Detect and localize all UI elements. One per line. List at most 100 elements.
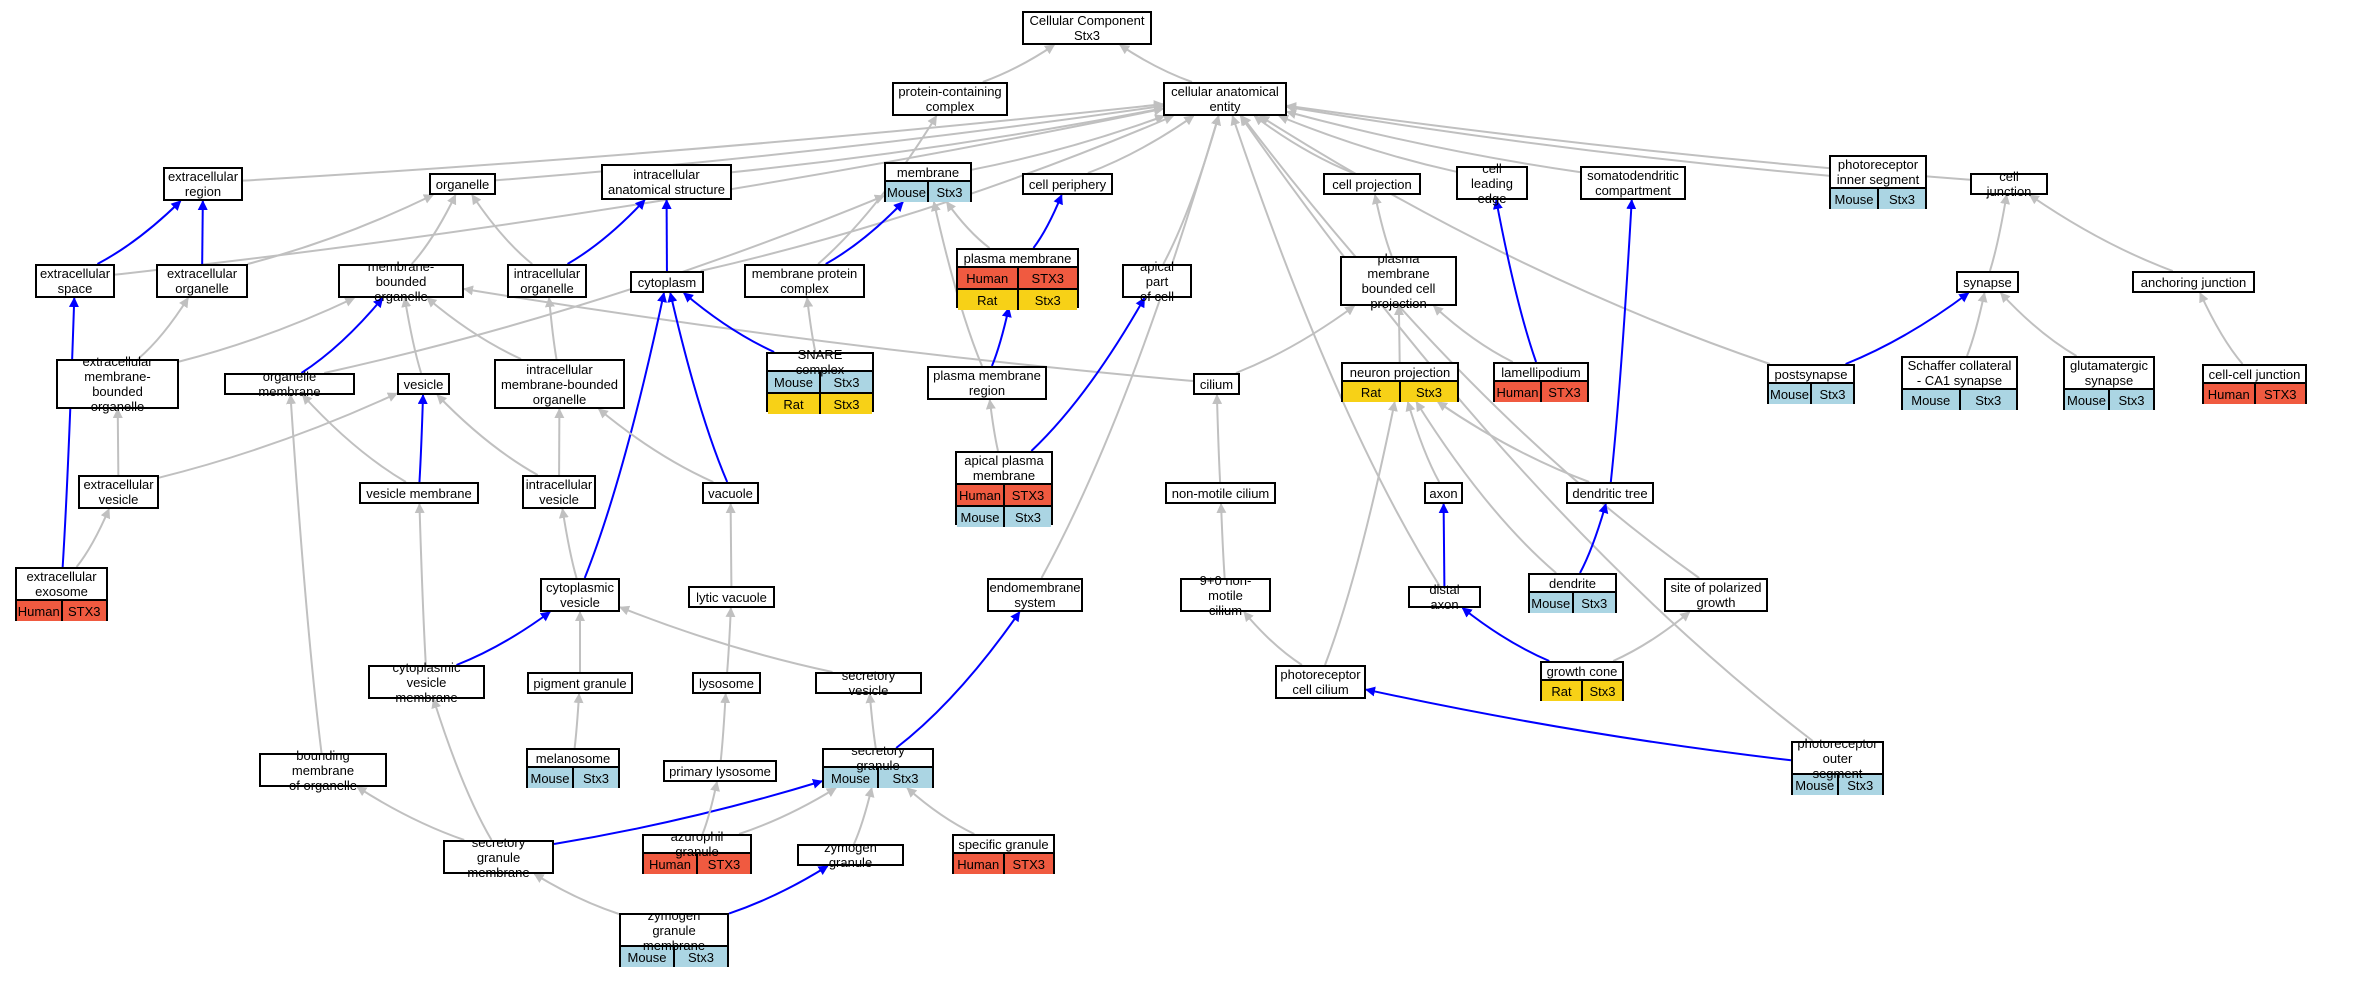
species-name: Rat	[1360, 384, 1382, 400]
edge-growthcone-to-distaxon	[1461, 607, 1550, 662]
species-name: Human	[957, 856, 1000, 872]
node-label: dendrite	[1549, 575, 1596, 591]
edge-organelle-to-cae	[495, 102, 1164, 182]
node-exves: extracellular vesicle	[78, 475, 159, 509]
node-pcc: protein-containing complex	[892, 82, 1008, 116]
edge-primlyso-to-lysosome	[719, 693, 731, 761]
edge-nmcilium-to-cilium	[1212, 394, 1223, 483]
node-label: postsynapse	[1774, 366, 1848, 382]
node-somato: somatodendritic compartment	[1580, 166, 1686, 200]
edge-zgm-to-sgm	[533, 873, 620, 915]
edge-cellper-to-cae	[1087, 115, 1195, 174]
node-vesicle: vesicle	[397, 373, 450, 395]
node-label: Schaffer collateral - CA1 synapse	[1907, 358, 2012, 388]
node-label: apical plasma membrane	[964, 453, 1044, 483]
edge-apicalpm-to-pmregion	[985, 399, 999, 452]
gene-symbol: STX3	[1540, 382, 1587, 402]
node-leadedge: cell leading edge	[1456, 160, 1528, 206]
species-name: Mouse	[773, 374, 814, 390]
node-exmbo: extracellular membrane-bounded organelle	[56, 354, 179, 414]
species-name: Mouse	[627, 949, 667, 965]
edge-neuronproj-to-pmbcp	[1393, 305, 1404, 363]
node-zymogen: zymogen granule	[797, 840, 904, 870]
node-label: growth cone	[1546, 663, 1618, 679]
edge-apicalpm-to-apicalpart	[1030, 297, 1146, 452]
species-name: Human	[17, 603, 60, 619]
node-label: cell leading edge	[1471, 160, 1513, 206]
edge-cae-to-root	[1119, 44, 1193, 83]
node-intmbo: intracellular membrane-bounded organelle	[494, 359, 625, 409]
node-pigment: pigment granule	[527, 672, 633, 694]
node-cellper: cell periphery	[1022, 173, 1113, 195]
gene-symbol: STX3	[1003, 485, 1051, 505]
edge-photoin-to-cae	[1286, 103, 1830, 177]
gene-symbol: Stx3	[1836, 775, 1883, 795]
gene-symbol: STX3	[60, 601, 107, 621]
edge-somato-to-cae	[1286, 109, 1581, 174]
node-label: extracellular space	[39, 266, 111, 296]
edge-pm-to-membrane	[945, 201, 991, 249]
node-root: Cellular Component Stx3	[1022, 11, 1152, 45]
node-label: extracellular exosome	[26, 569, 97, 599]
node-label: membrane-bounded organelle	[367, 258, 435, 304]
gene-symbol: Stx3	[1810, 384, 1853, 404]
edge-exmbo-to-exorg	[137, 297, 189, 360]
edge-pmbcp-to-cellproj	[1371, 194, 1393, 257]
edge-orgmem-to-membrane	[324, 194, 885, 374]
node-label: intracellular organelle	[513, 266, 581, 296]
edge-vesicle-to-mbo	[401, 297, 423, 374]
node-cilium: cilium	[1193, 373, 1240, 395]
node-label: melanosome	[535, 750, 611, 766]
node-mpc: membrane protein complex	[744, 264, 865, 298]
node-anchor: anchoring junction	[2132, 271, 2255, 293]
edge-dtree-to-somato	[1609, 199, 1637, 483]
edge-pmregion-to-pm	[991, 307, 1012, 367]
node-label: cytoplasm	[637, 274, 697, 290]
edge-cytves-to-intves	[558, 508, 578, 579]
edge-intorg-to-ias	[567, 199, 646, 265]
gene-symbol: Stx3	[1877, 189, 1925, 209]
node-cilium90: 9+0 non-motile cilium	[1180, 573, 1271, 618]
edge-intmbo-to-intorg	[544, 297, 558, 360]
gene-symbol: Stx3	[572, 768, 618, 788]
node-label: extracellular membrane-bounded organelle	[82, 354, 153, 414]
node-dtree: dendritic tree	[1566, 482, 1654, 504]
edge-dendrite-to-neuronproj	[1415, 401, 1557, 574]
edge-mpc-to-membrane	[825, 201, 904, 265]
node-label: lytic vacuole	[696, 589, 767, 605]
node-nmcilium: non-motile cilium	[1165, 482, 1276, 504]
edge-schaffer-to-synapse	[1966, 292, 1988, 357]
node-label: plasma membrane	[963, 250, 1072, 266]
node-label: organelle	[435, 176, 490, 192]
node-cellproj: cell projection	[1323, 173, 1421, 195]
node-label: cell-cell junction	[2208, 366, 2301, 382]
node-label: specific granule	[958, 836, 1049, 852]
species-name: Mouse	[1834, 191, 1874, 207]
edge-distaxon-to-axon	[1438, 503, 1449, 587]
node-exreg: extracellular region	[163, 167, 243, 201]
edge-vacuole-to-cytoplasm	[667, 292, 729, 483]
node-label: cellular anatomical entity	[1171, 84, 1279, 114]
node-exspace: extracellular space	[35, 264, 115, 298]
species-name: Mouse	[530, 770, 570, 786]
species-name: Human	[2207, 386, 2250, 402]
node-label: extracellular vesicle	[83, 477, 154, 507]
node-label: vesicle membrane	[366, 485, 472, 501]
gene-symbol: Stx3	[927, 182, 970, 202]
edge-axon-to-neuronproj	[1405, 401, 1441, 483]
species-name: Human	[966, 270, 1009, 286]
node-distaxon: distal axon	[1408, 582, 1481, 612]
node-label: anchoring junction	[2140, 274, 2247, 290]
species-name: Mouse	[830, 770, 871, 786]
